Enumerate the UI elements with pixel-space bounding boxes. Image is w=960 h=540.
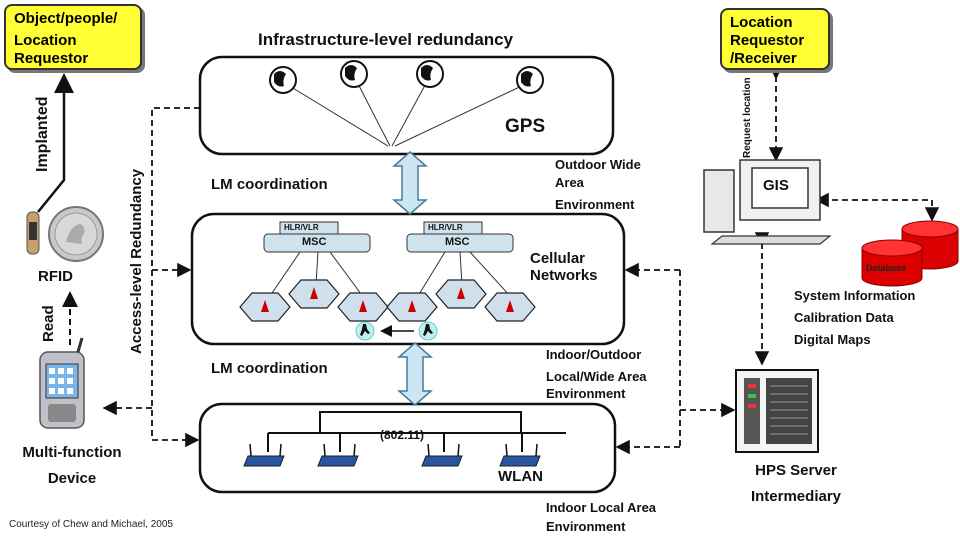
implanted-arrow	[37, 73, 74, 213]
lm-coordination-top: LM coordination	[211, 176, 328, 193]
hps-line2: Intermediary	[750, 488, 842, 505]
gis-info-line1: System Information	[794, 288, 916, 303]
gis-database-link	[822, 199, 940, 222]
credit-text: Courtesy of Chew and Michael, 2005	[9, 519, 173, 530]
request-location-label: Request location	[742, 77, 753, 158]
indoor-outdoor-label: Indoor/Outdoor Local/Wide Area Environme…	[546, 346, 647, 402]
outdoor-line3: Environment	[555, 197, 635, 212]
hlr-label-left: HLR/VLR	[284, 223, 319, 232]
gis-label: GIS	[763, 177, 789, 194]
hps-server-label: HPS Server Intermediary	[734, 458, 858, 510]
outdoor-wide-area: Outdoor Wide Area Environment	[555, 156, 641, 214]
indoor-outdoor-line1: Indoor/Outdoor	[546, 347, 642, 362]
infrastructure-title: Infrastructure-level redundancy	[258, 30, 514, 49]
mobile-user-icons	[355, 321, 438, 341]
database-icon	[861, 220, 959, 287]
hlr-label-right: HLR/VLR	[428, 223, 463, 232]
requestor-left-line3: Requestor	[14, 50, 89, 67]
wifi-standard-label: (802.11)	[380, 428, 425, 442]
gis-info-line2: Calibration Data	[794, 310, 894, 325]
indoor-local-label: Indoor Local Area Environment	[546, 498, 656, 536]
indoor-local-line1: Indoor Local Area	[546, 500, 657, 515]
gis-computer-icon	[703, 159, 832, 245]
wlan-box	[198, 402, 617, 494]
access-level-redundancy-label: Access-level Redundancy	[128, 168, 145, 354]
implanted-label: Implanted	[34, 96, 51, 172]
msc-label-right: MSC	[445, 236, 470, 248]
multifunction-label: Multi-function Device	[14, 440, 130, 492]
indoor-outdoor-line2: Local/Wide Area	[546, 369, 647, 384]
router-icons	[243, 443, 541, 467]
rfid-label: RFID	[38, 268, 73, 285]
server-links	[615, 262, 736, 455]
msc-block-left	[263, 221, 371, 253]
pda-icon	[39, 337, 85, 429]
access-links	[102, 107, 200, 448]
cellular-line1: Cellular	[530, 250, 586, 267]
read-label: Read	[40, 305, 57, 342]
msc-label-left: MSC	[302, 236, 327, 248]
indoor-local-line2: Environment	[546, 519, 626, 534]
tower-icons	[261, 287, 514, 312]
cellular-networks-label: Cellular Networks	[530, 250, 598, 284]
gis-info-line3: Digital Maps	[794, 332, 871, 347]
cellular-line2: Networks	[530, 267, 598, 284]
requestor-right-line3: /Receiver	[730, 50, 797, 67]
wlan-label: WLAN	[498, 468, 543, 485]
requestor-box-left: Object/people/ Location Requestor	[4, 4, 142, 70]
requestor-right-line1: Location	[730, 14, 793, 31]
wlan-tree	[267, 411, 566, 452]
gps-globes	[282, 75, 531, 147]
multifunction-line1: Multi-function	[22, 444, 122, 461]
requestor-box-right: Location Requestor /Receiver	[720, 8, 830, 70]
outdoor-line1: Outdoor Wide	[555, 157, 641, 172]
gis-info-label: System Information Calibration Data Digi…	[794, 285, 915, 351]
lm-coordination-arrow-bottom	[397, 342, 433, 406]
lm-coordination-bottom: LM coordination	[211, 360, 328, 377]
requestor-left-line1: Object/people/	[14, 10, 118, 27]
gps-label: GPS	[505, 116, 546, 137]
globe-icon	[269, 60, 544, 94]
multifunction-line2: Device	[47, 470, 97, 487]
requestor-left-line2: Location	[14, 32, 77, 49]
msc-block-right	[406, 221, 514, 253]
lm-coordination-arrow-top	[392, 151, 428, 215]
requestor-right-line2: Requestor	[730, 32, 805, 49]
server-icon	[735, 369, 819, 453]
outdoor-line2: Area	[555, 175, 584, 190]
hps-line1: HPS Server	[755, 462, 837, 479]
infrastructure-box	[198, 55, 615, 156]
rfid-icon	[26, 206, 104, 262]
database-label: Database	[866, 263, 907, 273]
indoor-outdoor-line3: Environment	[546, 386, 626, 401]
